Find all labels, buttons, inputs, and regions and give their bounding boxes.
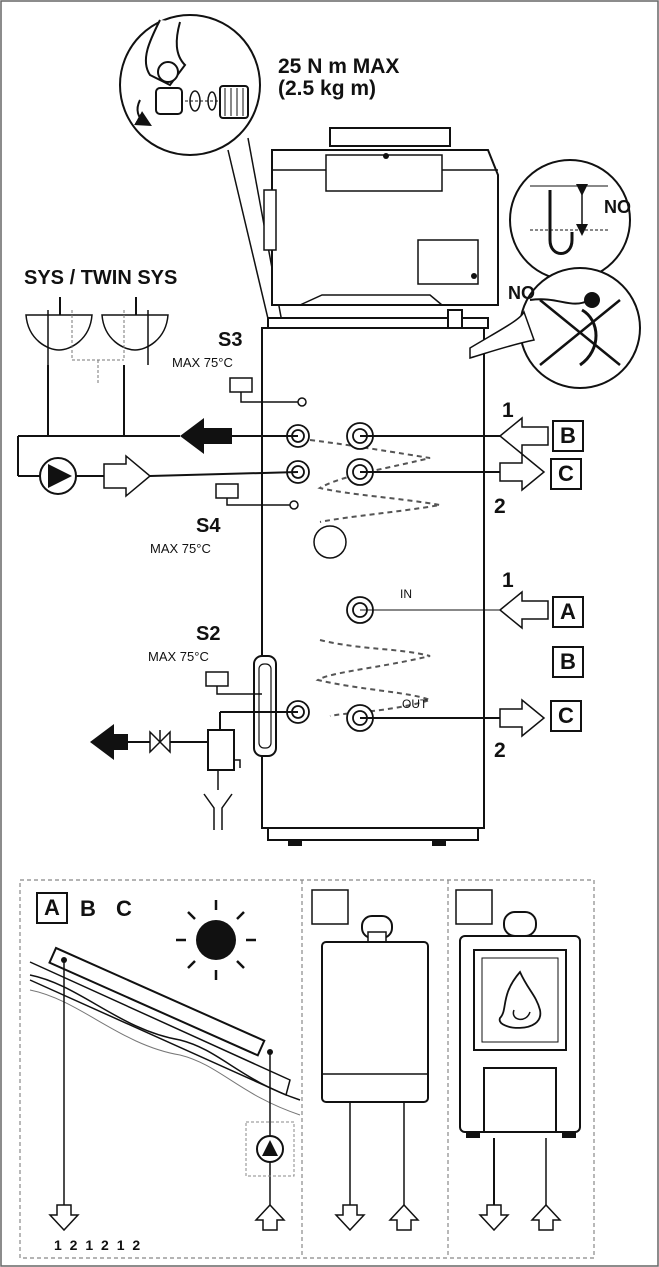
tank-body — [253, 327, 485, 846]
bottom-panels — [19, 879, 595, 1259]
sensor-s4-max: MAX 75°C — [150, 541, 211, 556]
coil-letter-lower-b: B — [552, 646, 584, 678]
coil-letter-lower-c: C — [550, 700, 582, 732]
coil-letter-lower-a: A — [552, 596, 584, 628]
solar-letter-a: A — [36, 892, 68, 924]
coil-number-top-out: 2 — [494, 495, 506, 518]
torque-line-1: 25 N m MAX — [278, 55, 400, 78]
solar-letter-b: B — [80, 896, 96, 921]
coil-letter-upper-in: B — [552, 420, 584, 452]
safety-group — [207, 729, 235, 771]
port-label-out: OUT — [402, 697, 428, 711]
stove-drawing — [455, 889, 581, 1232]
boiler-drawing — [311, 889, 429, 1232]
solar-panel-drawing — [29, 900, 301, 1232]
sensor-s3-max: MAX 75°C — [172, 355, 233, 370]
torque-line-2: (2.5 kg m) — [278, 77, 377, 100]
sensor-s2-max: MAX 75°C — [148, 649, 209, 664]
torque-spec: 25 N m MAX(2.5 kg m) — [278, 56, 399, 100]
coil-number-bottom-in: 1 — [502, 569, 514, 592]
coil-connections — [360, 416, 549, 738]
sanitary-system — [17, 297, 299, 830]
solar-pipe-numbers: 1 2 1 2 1 2 — [54, 1237, 143, 1253]
warning-no-side: NO — [508, 283, 535, 303]
solar-letter-c: C — [116, 896, 132, 921]
hot-out-arrow — [180, 418, 232, 454]
sensor-s3-name: S3 — [218, 329, 243, 351]
cold-in-arrow — [90, 724, 128, 760]
coil-number-top-in: 1 — [502, 399, 514, 422]
torque-detail-circle — [119, 14, 261, 156]
sensor-s4-name: S4 — [196, 515, 221, 537]
sensor-s2-name: S2 — [196, 623, 221, 645]
coil-letter-upper-out: C — [550, 458, 582, 490]
system-label: SYS / TWIN SYS — [24, 267, 178, 289]
port-label-in: IN — [400, 587, 412, 601]
heat-pump-head — [263, 127, 499, 398]
coil-number-bottom-out: 2 — [494, 739, 506, 762]
no-detail-circles — [469, 159, 641, 389]
warning-no-top: NO — [604, 197, 631, 217]
